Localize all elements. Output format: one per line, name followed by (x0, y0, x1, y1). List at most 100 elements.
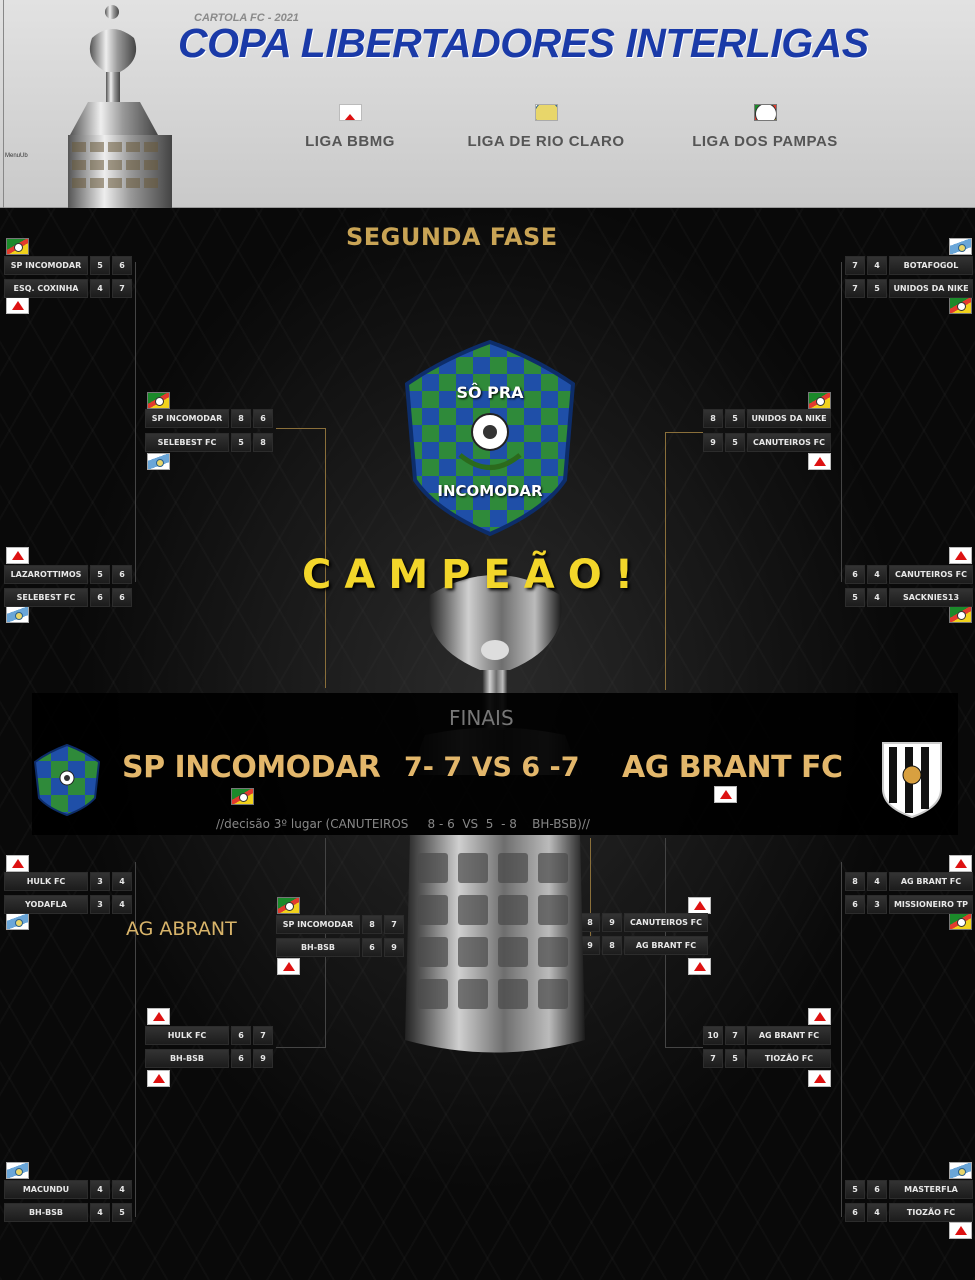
score: 9 (384, 938, 404, 957)
bracket-line (841, 862, 842, 1217)
team-name: MACUNDU (4, 1180, 88, 1199)
rs-flag-icon (949, 913, 972, 930)
bracket-line (135, 862, 136, 1217)
score: 7 (253, 1026, 273, 1045)
bracket-line (841, 262, 842, 582)
mg-flag-icon (147, 1008, 170, 1025)
rio-claro-flag-icon (534, 104, 558, 121)
score: 9 (253, 1049, 273, 1068)
score: 3 (90, 872, 110, 891)
match-row: BH-BSB 6 9 (276, 938, 404, 957)
team-name: CANUTEIROS FC (889, 565, 973, 584)
score: 5 (725, 409, 745, 428)
team-name: BH-BSB (4, 1203, 88, 1222)
score: 6 (231, 1026, 251, 1045)
rio-claro-flag-icon (6, 1162, 29, 1179)
third-place-note: //decisão 3º lugar (CANUTEIROS 8 - 6 VS … (216, 817, 590, 831)
score: 4 (112, 895, 132, 914)
league-name: LIGA DOS PAMPAS (692, 133, 838, 150)
match-row: SELEBEST FC 5 8 (145, 433, 273, 452)
bracket-line (276, 1047, 326, 1048)
score: 7 (703, 1049, 723, 1068)
score: 6 (231, 1049, 251, 1068)
score: 9 (602, 913, 622, 932)
mg-flag-icon (338, 104, 362, 121)
team-name: SELEBEST FC (4, 588, 88, 607)
match-row: BH-BSB 4 5 (4, 1203, 132, 1222)
match-row: ESQ. COXINHA 4 7 (4, 279, 132, 298)
team-name: TIOZÃO FC (889, 1203, 973, 1222)
score: 7 (845, 256, 865, 275)
rs-flag-icon (6, 238, 29, 255)
finalist-1-name: SP INCOMODAR (122, 750, 381, 785)
match-row: 6 4 CANUTEIROS FC (845, 565, 973, 584)
score: 5 (231, 433, 251, 452)
league-pampas: LIGA DOS PAMPAS (665, 104, 865, 150)
score: 6 (253, 409, 273, 428)
team-name: AG BRANT FC (747, 1026, 831, 1045)
mg-flag-icon (6, 855, 29, 872)
match-row: 8 9 CANUTEIROS FC (580, 913, 708, 932)
score: 7 (384, 915, 404, 934)
score: 6 (112, 565, 132, 584)
mg-flag-icon (808, 453, 831, 470)
mg-flag-icon (949, 1222, 972, 1239)
score: 3 (867, 895, 887, 914)
match-row: 9 8 AG BRANT FC (580, 936, 708, 955)
ag-brant-label: AG ABRANT (126, 918, 237, 940)
match-row: 8 5 UNIDOS DA NIKE (703, 409, 831, 428)
bracket-line (665, 432, 703, 433)
header-divider (3, 0, 4, 208)
score: 7 (845, 279, 865, 298)
bracket-line (325, 428, 326, 688)
score: 8 (253, 433, 273, 452)
score: 6 (362, 938, 382, 957)
league-name: LIGA DE RIO CLARO (467, 133, 625, 150)
score: 10 (703, 1026, 723, 1045)
team-name: BH-BSB (276, 938, 360, 957)
mg-flag-icon (6, 547, 29, 564)
score: 8 (362, 915, 382, 934)
sp-incomodar-logo (34, 744, 100, 816)
match-row: HULK FC 6 7 (145, 1026, 273, 1045)
match-row: 6 3 MISSIONEIRO TP (845, 895, 973, 914)
header-subtitle: CARTOLA FC - 2021 (194, 12, 299, 24)
ag-brant-logo (882, 742, 942, 818)
match-row: 7 5 UNIDOS DA NIKE (845, 279, 973, 298)
bracket-line (665, 1047, 703, 1048)
header-banner: CARTOLA FC - 2021 COPA LIBERTADORES INTE… (0, 0, 975, 208)
mg-flag-icon (949, 855, 972, 872)
score: 4 (867, 1203, 887, 1222)
mg-flag-icon (688, 958, 711, 975)
mg-flag-icon (808, 1070, 831, 1087)
team-name: UNIDOS DA NIKE (747, 409, 831, 428)
crest-text-top: SÔ PRA (456, 383, 524, 402)
match-row: HULK FC 3 4 (4, 872, 132, 891)
match-row: YODAFLA 3 4 (4, 895, 132, 914)
score: 6 (867, 1180, 887, 1199)
league-name: LIGA BBMG (305, 133, 395, 150)
team-name: TIOZÃO FC (747, 1049, 831, 1068)
match-row: 5 4 SACKNIES13 (845, 588, 973, 607)
trophy-icon (68, 5, 172, 208)
rs-flag-icon (753, 104, 777, 121)
rs-flag-icon (949, 297, 972, 314)
score: 5 (90, 256, 110, 275)
team-name: SP INCOMODAR (145, 409, 229, 428)
score: 8 (703, 409, 723, 428)
menu-label: MenuUb (5, 153, 28, 159)
score: 5 (725, 433, 745, 452)
score: 4 (112, 1180, 132, 1199)
mg-flag-icon (714, 786, 737, 803)
score: 3 (90, 895, 110, 914)
team-name: AG BRANT FC (889, 872, 973, 891)
score: 4 (90, 1180, 110, 1199)
page-title: COPA LIBERTADORES INTERLIGAS (178, 20, 869, 66)
bracket-line (135, 262, 136, 582)
match-row: SP INCOMODAR 5 6 (4, 256, 132, 275)
team-name: LAZAROTTIMOS (4, 565, 88, 584)
score: 6 (845, 565, 865, 584)
finalist-2-name: AG BRANT FC (622, 750, 843, 785)
score: 4 (90, 279, 110, 298)
bracket-line (276, 428, 326, 429)
